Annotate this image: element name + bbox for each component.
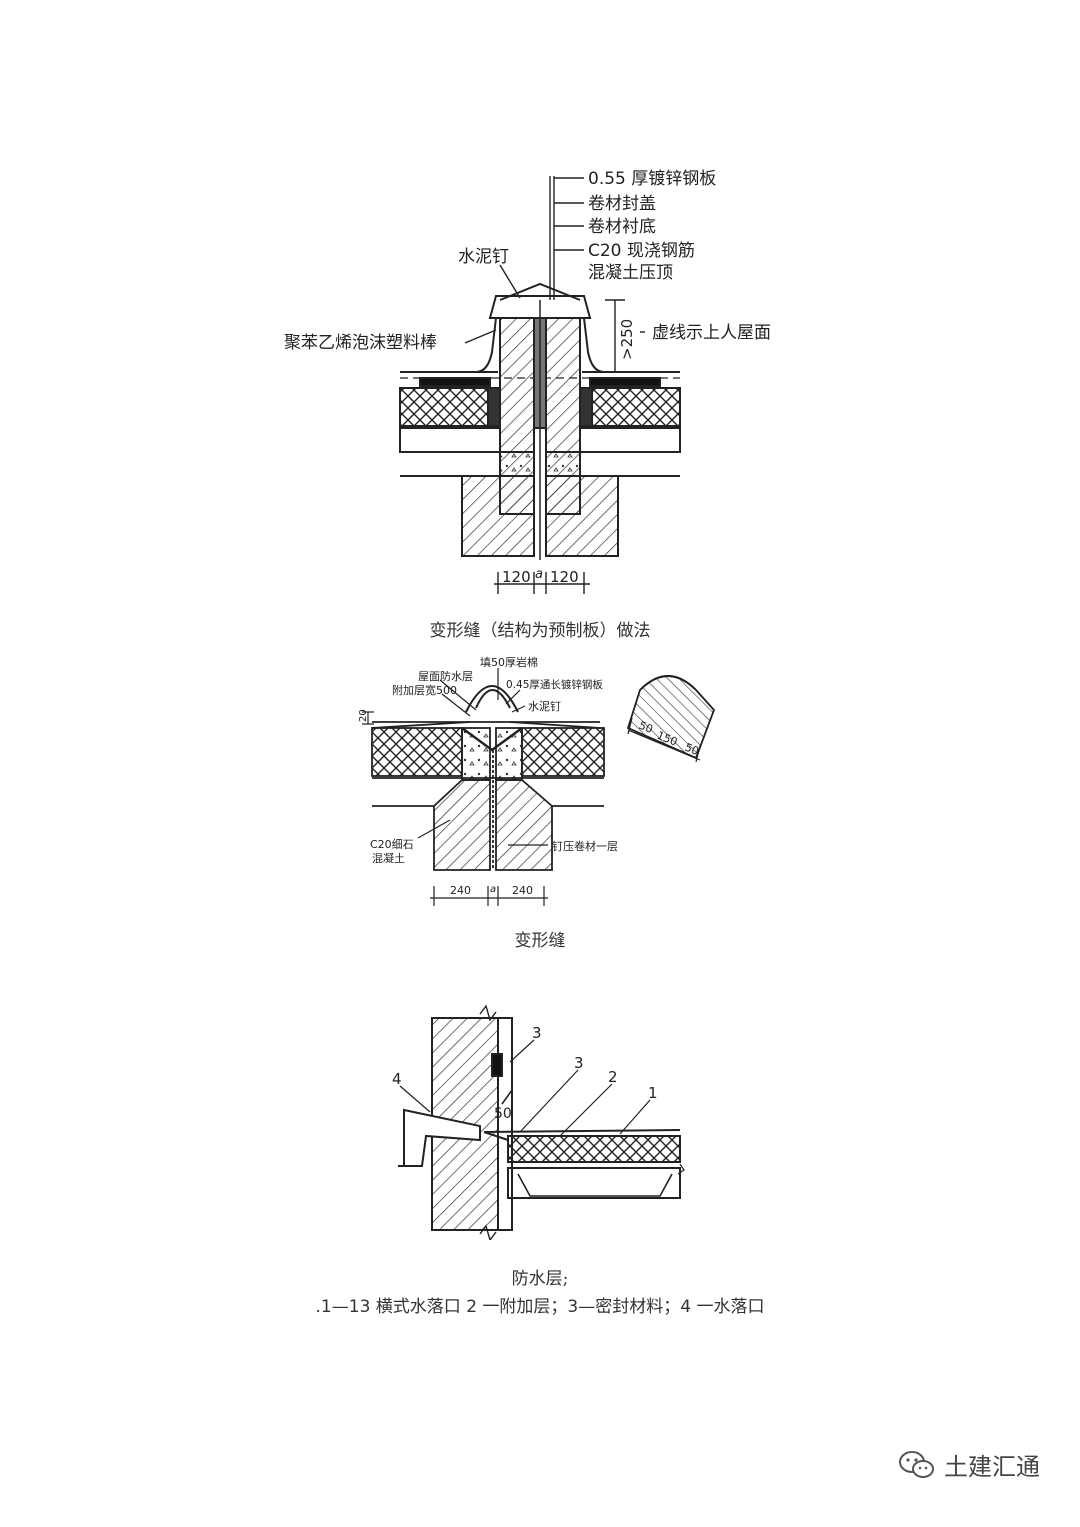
wechat-icon bbox=[899, 1450, 934, 1478]
fig1-dim-gap: a bbox=[535, 567, 543, 582]
fig2-label-fill-rockwool: 填50厚岩棉 bbox=[480, 655, 538, 669]
fig3-leaders bbox=[399, 1039, 651, 1137]
fig3-roof-slab bbox=[483, 1129, 685, 1199]
figure2-caption: 变形缝 bbox=[514, 931, 566, 951]
fig2-dim-right: 240 bbox=[512, 884, 533, 897]
fig3-labels: 1 2 3 3 4 50 bbox=[392, 1024, 658, 1122]
fig3-label-2: 2 bbox=[608, 1068, 618, 1086]
fig1-label-cement-nail: 水泥钉 bbox=[458, 247, 509, 267]
figure3-caption-1: 防水层; bbox=[511, 1269, 569, 1289]
fig2-label-c20-2: 混凝土 bbox=[372, 851, 405, 865]
fig1-upstand-walls bbox=[475, 282, 605, 560]
fig2-label-nail-membrane: 钉压卷材一层 bbox=[552, 839, 618, 853]
fig1-dim-left: 120 bbox=[502, 568, 531, 586]
fig1-label-foam-rod: 聚苯乙烯泡沫塑料棒 bbox=[284, 333, 437, 353]
figure2-expansion-joint: 屋面防水层 填50厚岩棉 附加层宽500 0.45厚通长镀锌钢板 水泥钉 20 … bbox=[358, 655, 716, 906]
figure1-expansion-joint-prefab: 0.55 厚镀锌钢板 卷材封盖 卷材衬底 C20 现浇钢筋 混凝土压顶 水泥钉 … bbox=[284, 169, 771, 594]
fig1-dim-right: 120 bbox=[550, 568, 579, 586]
figure1-caption: 变形缝（结构为预制板）做法 bbox=[429, 621, 651, 641]
fig3-label-3a: 3 bbox=[532, 1024, 542, 1042]
fig1-leaders bbox=[464, 176, 645, 373]
fig1-lower-walls bbox=[400, 451, 680, 557]
figure3-caption-2: .1—13 横式水落口 2 一附加层；3—密封材料；4 一水落口 bbox=[315, 1297, 765, 1317]
fig2-leaders bbox=[362, 668, 548, 846]
fig3-label-4: 4 bbox=[392, 1070, 402, 1088]
watermark: 土建汇通 bbox=[898, 1447, 1040, 1482]
fig1-dimension bbox=[494, 572, 590, 594]
fig2-dimension bbox=[430, 886, 548, 906]
fig1-labels: 0.55 厚镀锌钢板 卷材封盖 卷材衬底 C20 现浇钢筋 混凝土压顶 水泥钉 … bbox=[284, 169, 771, 586]
fig1-label-concrete-top-1: C20 现浇钢筋 bbox=[588, 241, 695, 261]
fig1-label-cover: 卷材封盖 bbox=[588, 194, 656, 214]
fig1-label-height: >250 bbox=[618, 319, 636, 360]
fig2-label-roof-waterproof: 屋面防水层 bbox=[418, 669, 473, 683]
fig3-label-3b: 3 bbox=[574, 1054, 584, 1072]
fig2-label-steel-sheet: 0.45厚通长镀锌钢板 bbox=[506, 678, 603, 691]
fig1-label-dashed-note: 虚线示上人屋面 bbox=[652, 323, 771, 343]
fig2-labels: 屋面防水层 填50厚岩棉 附加层宽500 0.45厚通长镀锌钢板 水泥钉 20 … bbox=[358, 655, 701, 897]
fig2-label-dim-20: 20 bbox=[358, 709, 369, 722]
figure3-scupper-drain: 1 2 3 3 4 50 bbox=[392, 1004, 685, 1240]
fig1-label-steel-sheet: 0.55 厚镀锌钢板 bbox=[588, 169, 716, 189]
fig2-label-extra-layer: 附加层宽500 bbox=[392, 683, 457, 697]
fig2-detail-50b: 50 bbox=[683, 741, 701, 758]
fig2-label-c20-1: C20细石 bbox=[370, 838, 414, 851]
fig1-label-concrete-top-2: 混凝土压顶 bbox=[588, 263, 673, 283]
fig2-roof-structure bbox=[371, 685, 605, 871]
fig2-dim-gap: a bbox=[490, 884, 496, 895]
fig3-drain-outlet bbox=[398, 1108, 481, 1167]
fig3-label-1: 1 bbox=[648, 1084, 658, 1102]
fig1-label-lining: 卷材衬底 bbox=[588, 217, 656, 237]
watermark-text: 土建汇通 bbox=[944, 1453, 1040, 1481]
fig2-detail-50a: 50 bbox=[637, 719, 655, 736]
fig2-dim-left: 240 bbox=[450, 884, 471, 897]
fig2-label-cement-nail: 水泥钉 bbox=[528, 700, 561, 713]
fig2-detail-tile bbox=[626, 675, 716, 763]
fig3-label-dim-50: 50 bbox=[494, 1106, 512, 1122]
